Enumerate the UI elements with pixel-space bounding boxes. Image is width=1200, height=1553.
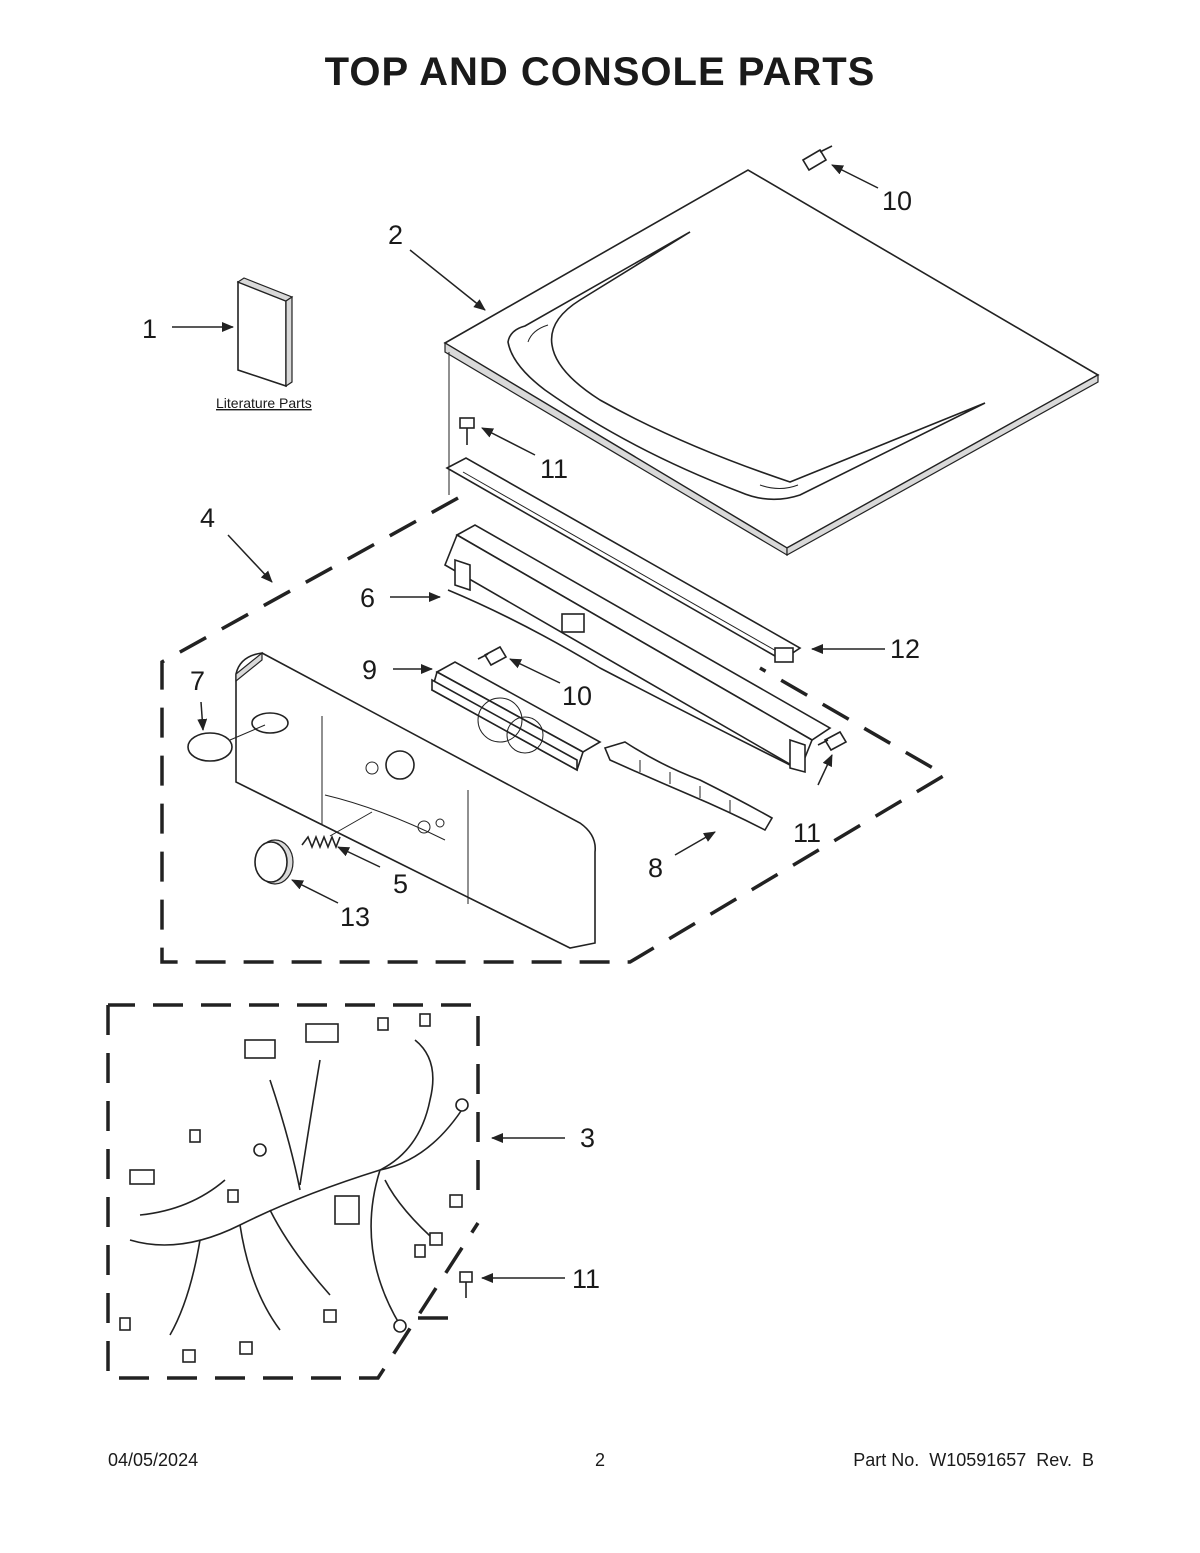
arrow-7 <box>197 701 208 731</box>
callout-11-harness: 11 <box>572 1264 600 1294</box>
callout-10-top: 10 <box>882 186 912 216</box>
harness-assembly-boundary <box>106 1003 480 1380</box>
arrow-13 <box>291 879 339 904</box>
arrow-4 <box>227 534 273 583</box>
literature-booklet <box>236 277 294 388</box>
callout-9: 9 <box>362 655 377 685</box>
arrow-5 <box>337 846 381 868</box>
callout-13: 13 <box>340 902 370 932</box>
screw-frame <box>817 730 848 752</box>
arrow-10b <box>509 658 561 684</box>
control-board <box>431 661 602 772</box>
callout-11-top: 11 <box>540 454 568 484</box>
knob-spring <box>301 834 341 850</box>
footer-page-number: 2 <box>594 1450 605 1470</box>
literature-parts-label: Literature Parts <box>216 395 312 411</box>
console-front-panel <box>235 651 597 949</box>
hinge-bar <box>445 457 802 663</box>
arrow-2 <box>409 249 486 311</box>
callout-4: 4 <box>200 503 215 533</box>
screw-harness <box>459 1271 473 1298</box>
callout-8: 8 <box>648 853 663 883</box>
console-assembly-boundary <box>160 496 949 964</box>
footer-part-number: Part No. W10591657 Rev. B <box>853 1450 1094 1470</box>
screw-top-right <box>801 145 833 172</box>
callout-1: 1 <box>142 314 157 344</box>
callout-11-frame: 11 <box>793 818 821 848</box>
screw-console <box>477 645 508 667</box>
badge-ring <box>187 732 233 762</box>
top-panel <box>443 169 1100 557</box>
arrow-10a <box>831 164 879 189</box>
arrow-11a <box>481 427 536 456</box>
callout-10-board: 10 <box>562 681 592 711</box>
callout-7: 7 <box>190 666 205 696</box>
page-title: TOP AND CONSOLE PARTS <box>324 50 876 94</box>
callout-2: 2 <box>388 220 403 250</box>
footer-date: 04/05/2024 <box>108 1450 199 1470</box>
screw-top-left <box>459 417 475 445</box>
main-wire-harness <box>119 1013 469 1363</box>
arrow-8 <box>674 831 716 856</box>
ribbon-harness <box>603 741 774 832</box>
arrow-11b <box>817 754 833 786</box>
callout-6: 6 <box>360 583 375 613</box>
control-knob <box>254 839 294 885</box>
callout-5: 5 <box>393 869 408 899</box>
callout-12: 12 <box>890 634 920 664</box>
callout-3: 3 <box>580 1123 595 1153</box>
console-frame <box>443 524 832 774</box>
